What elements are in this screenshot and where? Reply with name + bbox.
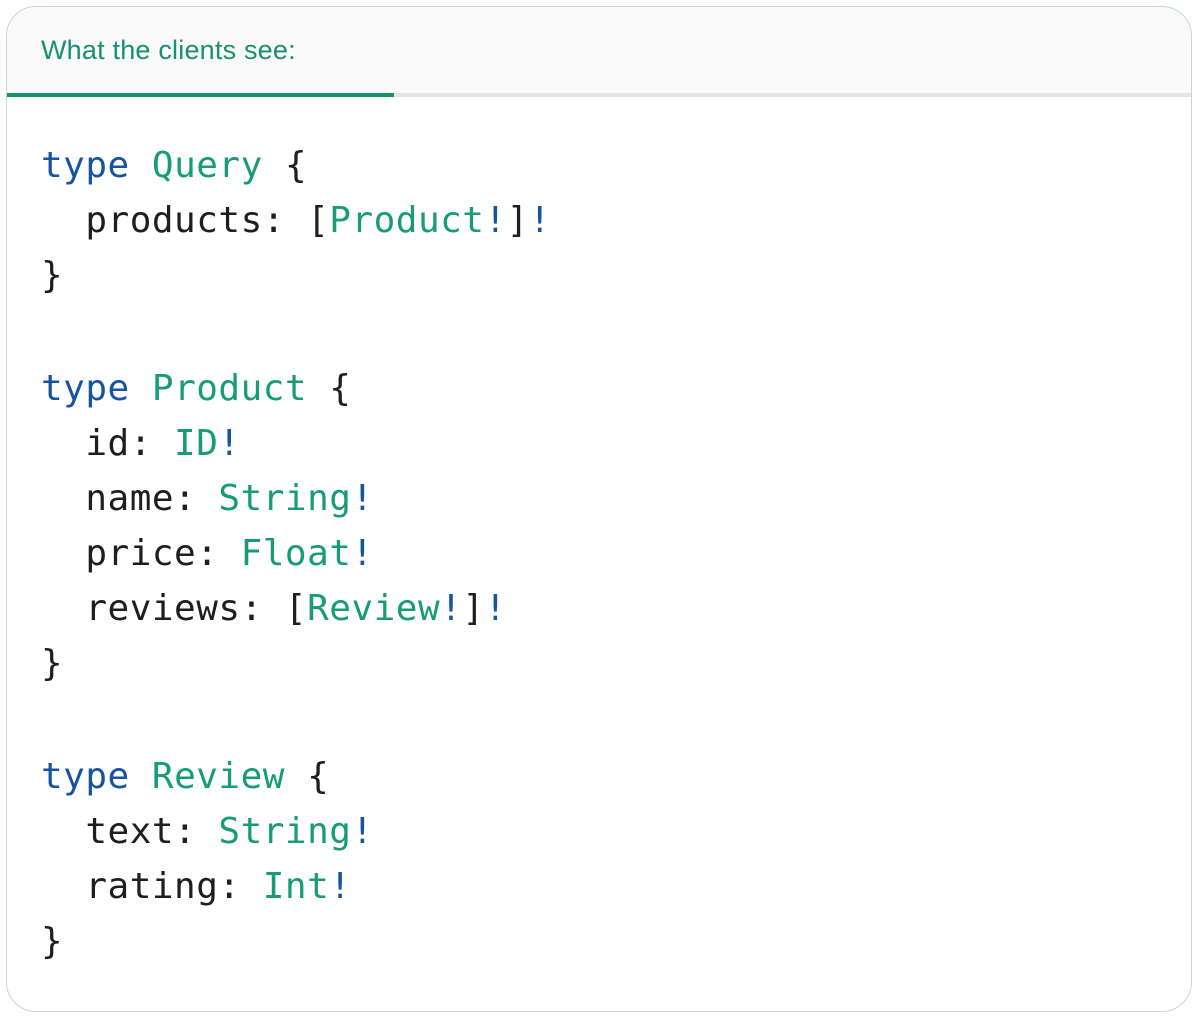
code-token-plain	[130, 756, 152, 797]
code-token-plain	[130, 368, 152, 409]
code-token-keyword: !	[484, 588, 507, 629]
code-token-keyword: !	[528, 200, 552, 241]
code-token-plain: {	[307, 368, 352, 409]
code-token-type-name: ID	[174, 423, 219, 464]
code-token-keyword: type	[41, 756, 130, 797]
code-line: products: [Product!]!	[41, 193, 1171, 248]
code-line: }	[41, 914, 1171, 969]
code-token-keyword: !	[440, 588, 463, 629]
code-token-plain: ]	[462, 588, 485, 629]
code-token-keyword: type	[41, 368, 130, 409]
code-token-plain: {	[262, 145, 308, 186]
code-token-keyword: !	[351, 533, 374, 574]
code-token-type-name: Review	[307, 588, 441, 629]
code-panel: What the clients see: type Query { produ…	[6, 6, 1192, 1012]
code-token-plain: text:	[41, 811, 219, 852]
code-token-plain: products: [	[41, 200, 330, 241]
code-block: type Query { products: [Product!]!}	[41, 138, 1171, 303]
code-line: reviews: [Review!]!	[41, 581, 1171, 636]
code-token-type-name: Query	[151, 145, 263, 186]
code-token-plain: {	[284, 756, 330, 797]
code-token-type-name: String	[218, 478, 352, 519]
code-token-keyword: type	[41, 145, 130, 186]
code-line: rating: Int!	[41, 859, 1171, 914]
code-block: type Product { id: ID! name: String! pri…	[41, 361, 1171, 691]
code-token-plain: }	[41, 921, 64, 962]
code-token-type-name: String	[218, 811, 352, 852]
code-token-plain: id:	[41, 423, 175, 464]
code-line: type Review {	[41, 749, 1171, 804]
tab-bar: What the clients see:	[7, 7, 1191, 97]
code-line: id: ID!	[41, 416, 1171, 471]
code-token-keyword: !	[351, 478, 374, 519]
code-token-keyword: !	[218, 423, 241, 464]
code-token-keyword: !	[484, 200, 507, 241]
code-block: type Review { text: String! rating: Int!…	[41, 749, 1171, 969]
code-token-type-name: Float	[240, 533, 352, 574]
code-line: }	[41, 248, 1171, 303]
code-token-plain: ]	[506, 200, 529, 241]
code-token-plain	[130, 145, 152, 186]
code-token-type-name: Product	[329, 200, 485, 241]
code-line: text: String!	[41, 804, 1171, 859]
code-token-plain: rating:	[41, 866, 263, 907]
code-token-type-name: Int	[262, 866, 330, 907]
code-token-plain: }	[41, 643, 64, 684]
code-token-type-name: Review	[151, 756, 285, 797]
active-tab-underline	[7, 93, 394, 97]
code-line: type Product {	[41, 361, 1171, 416]
code-token-keyword: !	[351, 811, 374, 852]
code-line: price: Float!	[41, 526, 1171, 581]
code-line: }	[41, 636, 1171, 691]
code-line: type Query {	[41, 138, 1171, 193]
code-token-type-name: Product	[151, 368, 308, 409]
code-token-plain: name:	[41, 478, 219, 519]
code-token-plain: }	[41, 255, 64, 296]
code-token-plain: price:	[41, 533, 241, 574]
code-token-plain: reviews: [	[41, 588, 308, 629]
tab-label: What the clients see:	[41, 34, 296, 65]
code-editor: type Query { products: [Product!]!}type …	[7, 97, 1191, 969]
code-line: name: String!	[41, 471, 1171, 526]
tab-what-clients-see[interactable]: What the clients see:	[7, 35, 296, 66]
code-token-keyword: !	[329, 866, 352, 907]
